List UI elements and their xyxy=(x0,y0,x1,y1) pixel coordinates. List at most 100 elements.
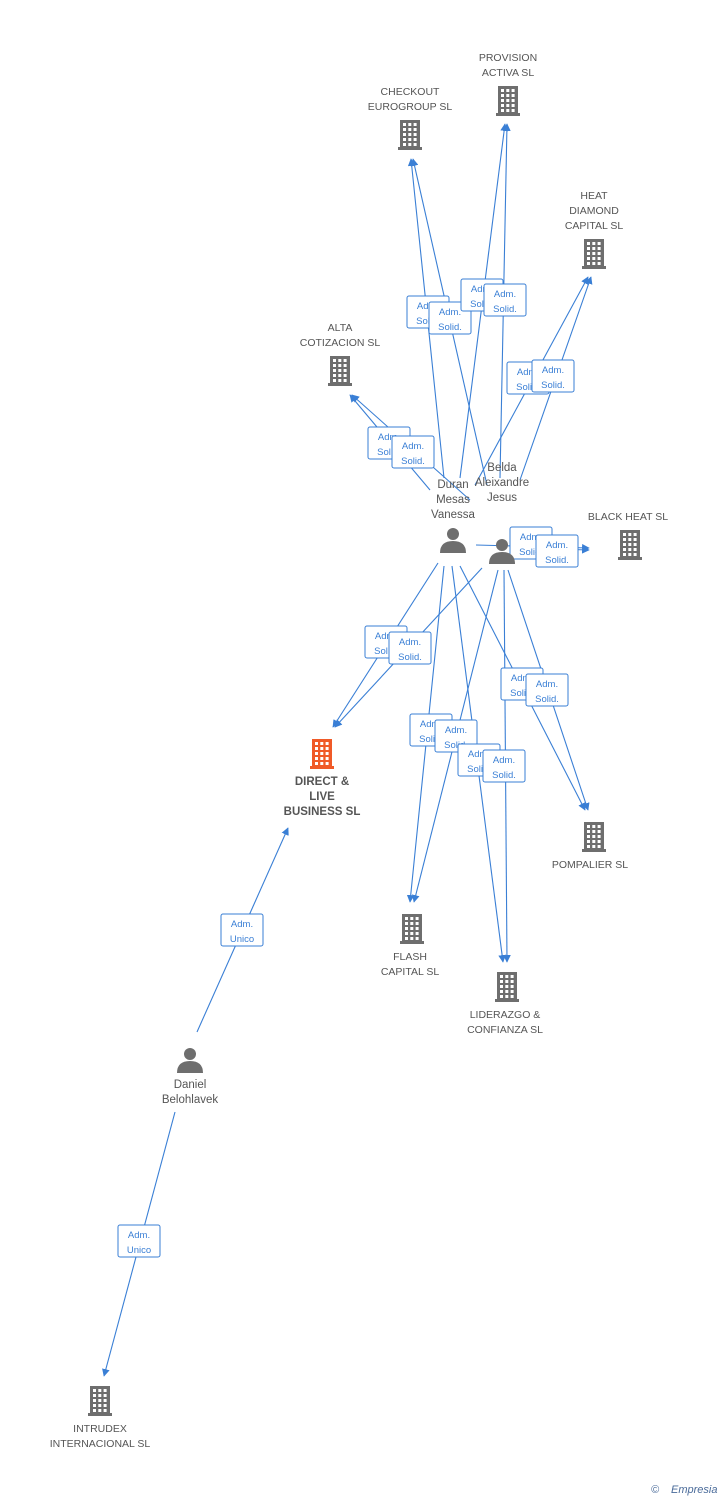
edge-label-box[interactable] xyxy=(220,913,264,947)
direct-label-line: BUSINESS SL xyxy=(284,806,361,818)
edge-label-text: Solid. xyxy=(444,740,468,751)
building-icon xyxy=(582,822,606,852)
intrudex-label-line: INTERNACIONAL SL xyxy=(50,1438,151,1450)
edge-label-text: Adm. xyxy=(520,532,542,543)
edge-label-text: Solid. xyxy=(438,322,462,333)
building-icon xyxy=(328,356,352,386)
provision-label-line: PROVISION xyxy=(479,52,537,64)
company-pompalier[interactable]: POMPALIER SL xyxy=(552,822,628,871)
liderazgo-label-line: CONFIANZA SL xyxy=(467,1024,543,1036)
direct-label-line: LIVE xyxy=(309,791,335,803)
intrudex-label-line: INTRUDEX xyxy=(73,1423,127,1435)
duran-label-line: Vanessa xyxy=(431,509,476,521)
edge-label-box[interactable] xyxy=(531,359,575,393)
company-direct[interactable]: DIRECT & LIVE BUSINESS SL xyxy=(284,739,361,818)
belda-label-line: Belda xyxy=(487,462,517,474)
edge-label-belda-alta[interactable]: Adm. Solid. xyxy=(391,435,435,469)
company-intrudex[interactable]: INTRUDEX INTERNACIONAL SL xyxy=(50,1386,151,1450)
daniel-label-line: Daniel xyxy=(174,1079,207,1091)
edge-label-text: Adm. xyxy=(399,637,421,648)
building-icon xyxy=(88,1386,112,1416)
company-provision[interactable]: PROVISION ACTIVA SL xyxy=(479,52,537,116)
edge-label-text: Adm. xyxy=(402,441,424,452)
edge-label-box[interactable] xyxy=(535,534,579,568)
edge-label-box[interactable] xyxy=(482,749,526,783)
edge-label-text: Adm. xyxy=(468,749,490,760)
edge-label-belda-provision[interactable]: Adm.Solid. xyxy=(483,283,527,317)
edge-label-box[interactable] xyxy=(428,301,472,335)
edge-label-box[interactable] xyxy=(388,631,432,665)
edge-label-daniel-intrudex[interactable]: Adm.Unico xyxy=(117,1224,161,1258)
edge-label-box[interactable] xyxy=(391,435,435,469)
building-icon xyxy=(398,120,422,150)
edge-label-text: Solid. xyxy=(419,734,443,745)
edge-label-text: Solid. xyxy=(467,764,491,775)
company-liderazgo[interactable]: LIDERAZGO & CONFIANZA SL xyxy=(467,972,543,1036)
edge-label-text: Adm. xyxy=(375,631,397,642)
direct-label-line: DIRECT & xyxy=(295,776,349,788)
heat-label-line: HEAT xyxy=(580,190,608,202)
edge-label-box[interactable] xyxy=(117,1224,161,1258)
person-icon xyxy=(177,1048,203,1073)
edge-label-text: Adm. xyxy=(417,301,439,312)
person-icon xyxy=(489,539,515,564)
duran-label-line: Mesas xyxy=(436,494,470,506)
building-icon xyxy=(310,739,334,769)
alta-label-line: COTIZACION SL xyxy=(300,337,381,349)
building-icon xyxy=(496,86,520,116)
pompalier-label-line: POMPALIER SL xyxy=(552,859,628,871)
belda-label-line: Aleixandre xyxy=(475,477,529,489)
edge-label-text: Solid. xyxy=(535,694,559,705)
edge-label-text: Solid. xyxy=(416,316,440,327)
edge-label-text: Adm. xyxy=(439,307,461,318)
edge-label-belda-direct[interactable]: Adm.Solid. xyxy=(388,631,432,665)
building-icon xyxy=(618,530,642,560)
company-blackheat[interactable]: BLACK HEAT SL xyxy=(588,511,668,560)
edge-label-text: Solid. xyxy=(519,547,543,558)
daniel-label-line: Belohlavek xyxy=(162,1094,219,1106)
edge-label-text: Solid. xyxy=(492,770,516,781)
provision-label-line: ACTIVA SL xyxy=(482,67,534,79)
edge-label-text: Adm. xyxy=(445,725,467,736)
edge-label-text: Adm. xyxy=(511,673,533,684)
edge-label-belda-heat[interactable]: Adm. Solid. xyxy=(531,359,575,393)
person-icon xyxy=(440,528,466,553)
edge-label-text: Adm. xyxy=(128,1230,150,1241)
edge-label-belda-checkout[interactable]: Adm. Solid. xyxy=(428,301,472,335)
edge-label-text: Solid. xyxy=(374,646,398,657)
belda-label-line: Jesus xyxy=(487,492,517,504)
liderazgo-label-line: LIDERAZGO & xyxy=(470,1009,541,1021)
blackheat-label-line: BLACK HEAT SL xyxy=(588,511,668,523)
building-icon xyxy=(400,914,424,944)
flash-label-line: FLASH xyxy=(393,951,427,963)
edge-label-text: Adm. xyxy=(542,365,564,376)
edge-label-belda-pompalier[interactable]: Adm.Solid. xyxy=(525,673,569,707)
edge-labels-layer: Adm.Solid.Adm.Solid.Adm.Solid.Adm.Solid.… xyxy=(117,278,579,1258)
edge-label-text: Solid. xyxy=(493,304,517,315)
edge-label-daniel-direct[interactable]: Adm. Unico xyxy=(220,913,264,947)
edge-label-text: Solid. xyxy=(541,380,565,391)
edge-label-text: Adm. xyxy=(420,719,442,730)
watermark: © Empresia xyxy=(651,1484,717,1496)
building-icon xyxy=(582,239,606,269)
building-icon xyxy=(495,972,519,1002)
edge-label-box[interactable] xyxy=(483,283,527,317)
edge-label-text: Unico xyxy=(230,934,254,945)
edge-label-box[interactable] xyxy=(525,673,569,707)
checkout-label-line: EUROGROUP SL xyxy=(368,101,453,113)
edge-label-text: Adm. xyxy=(378,432,400,443)
checkout-label-line: CHECKOUT xyxy=(381,86,441,98)
edge-label-text: Solid. xyxy=(516,382,540,393)
company-checkout[interactable]: CHECKOUT EUROGROUP SL xyxy=(368,86,453,150)
edge-label-belda-blackheat[interactable]: Adm.Solid. xyxy=(535,534,579,568)
edge-label-belda-liderazgo[interactable]: Adm.Solid. xyxy=(482,749,526,783)
edge-label-text: Solid. xyxy=(401,456,425,467)
edge-label-text: Adm. xyxy=(231,919,253,930)
